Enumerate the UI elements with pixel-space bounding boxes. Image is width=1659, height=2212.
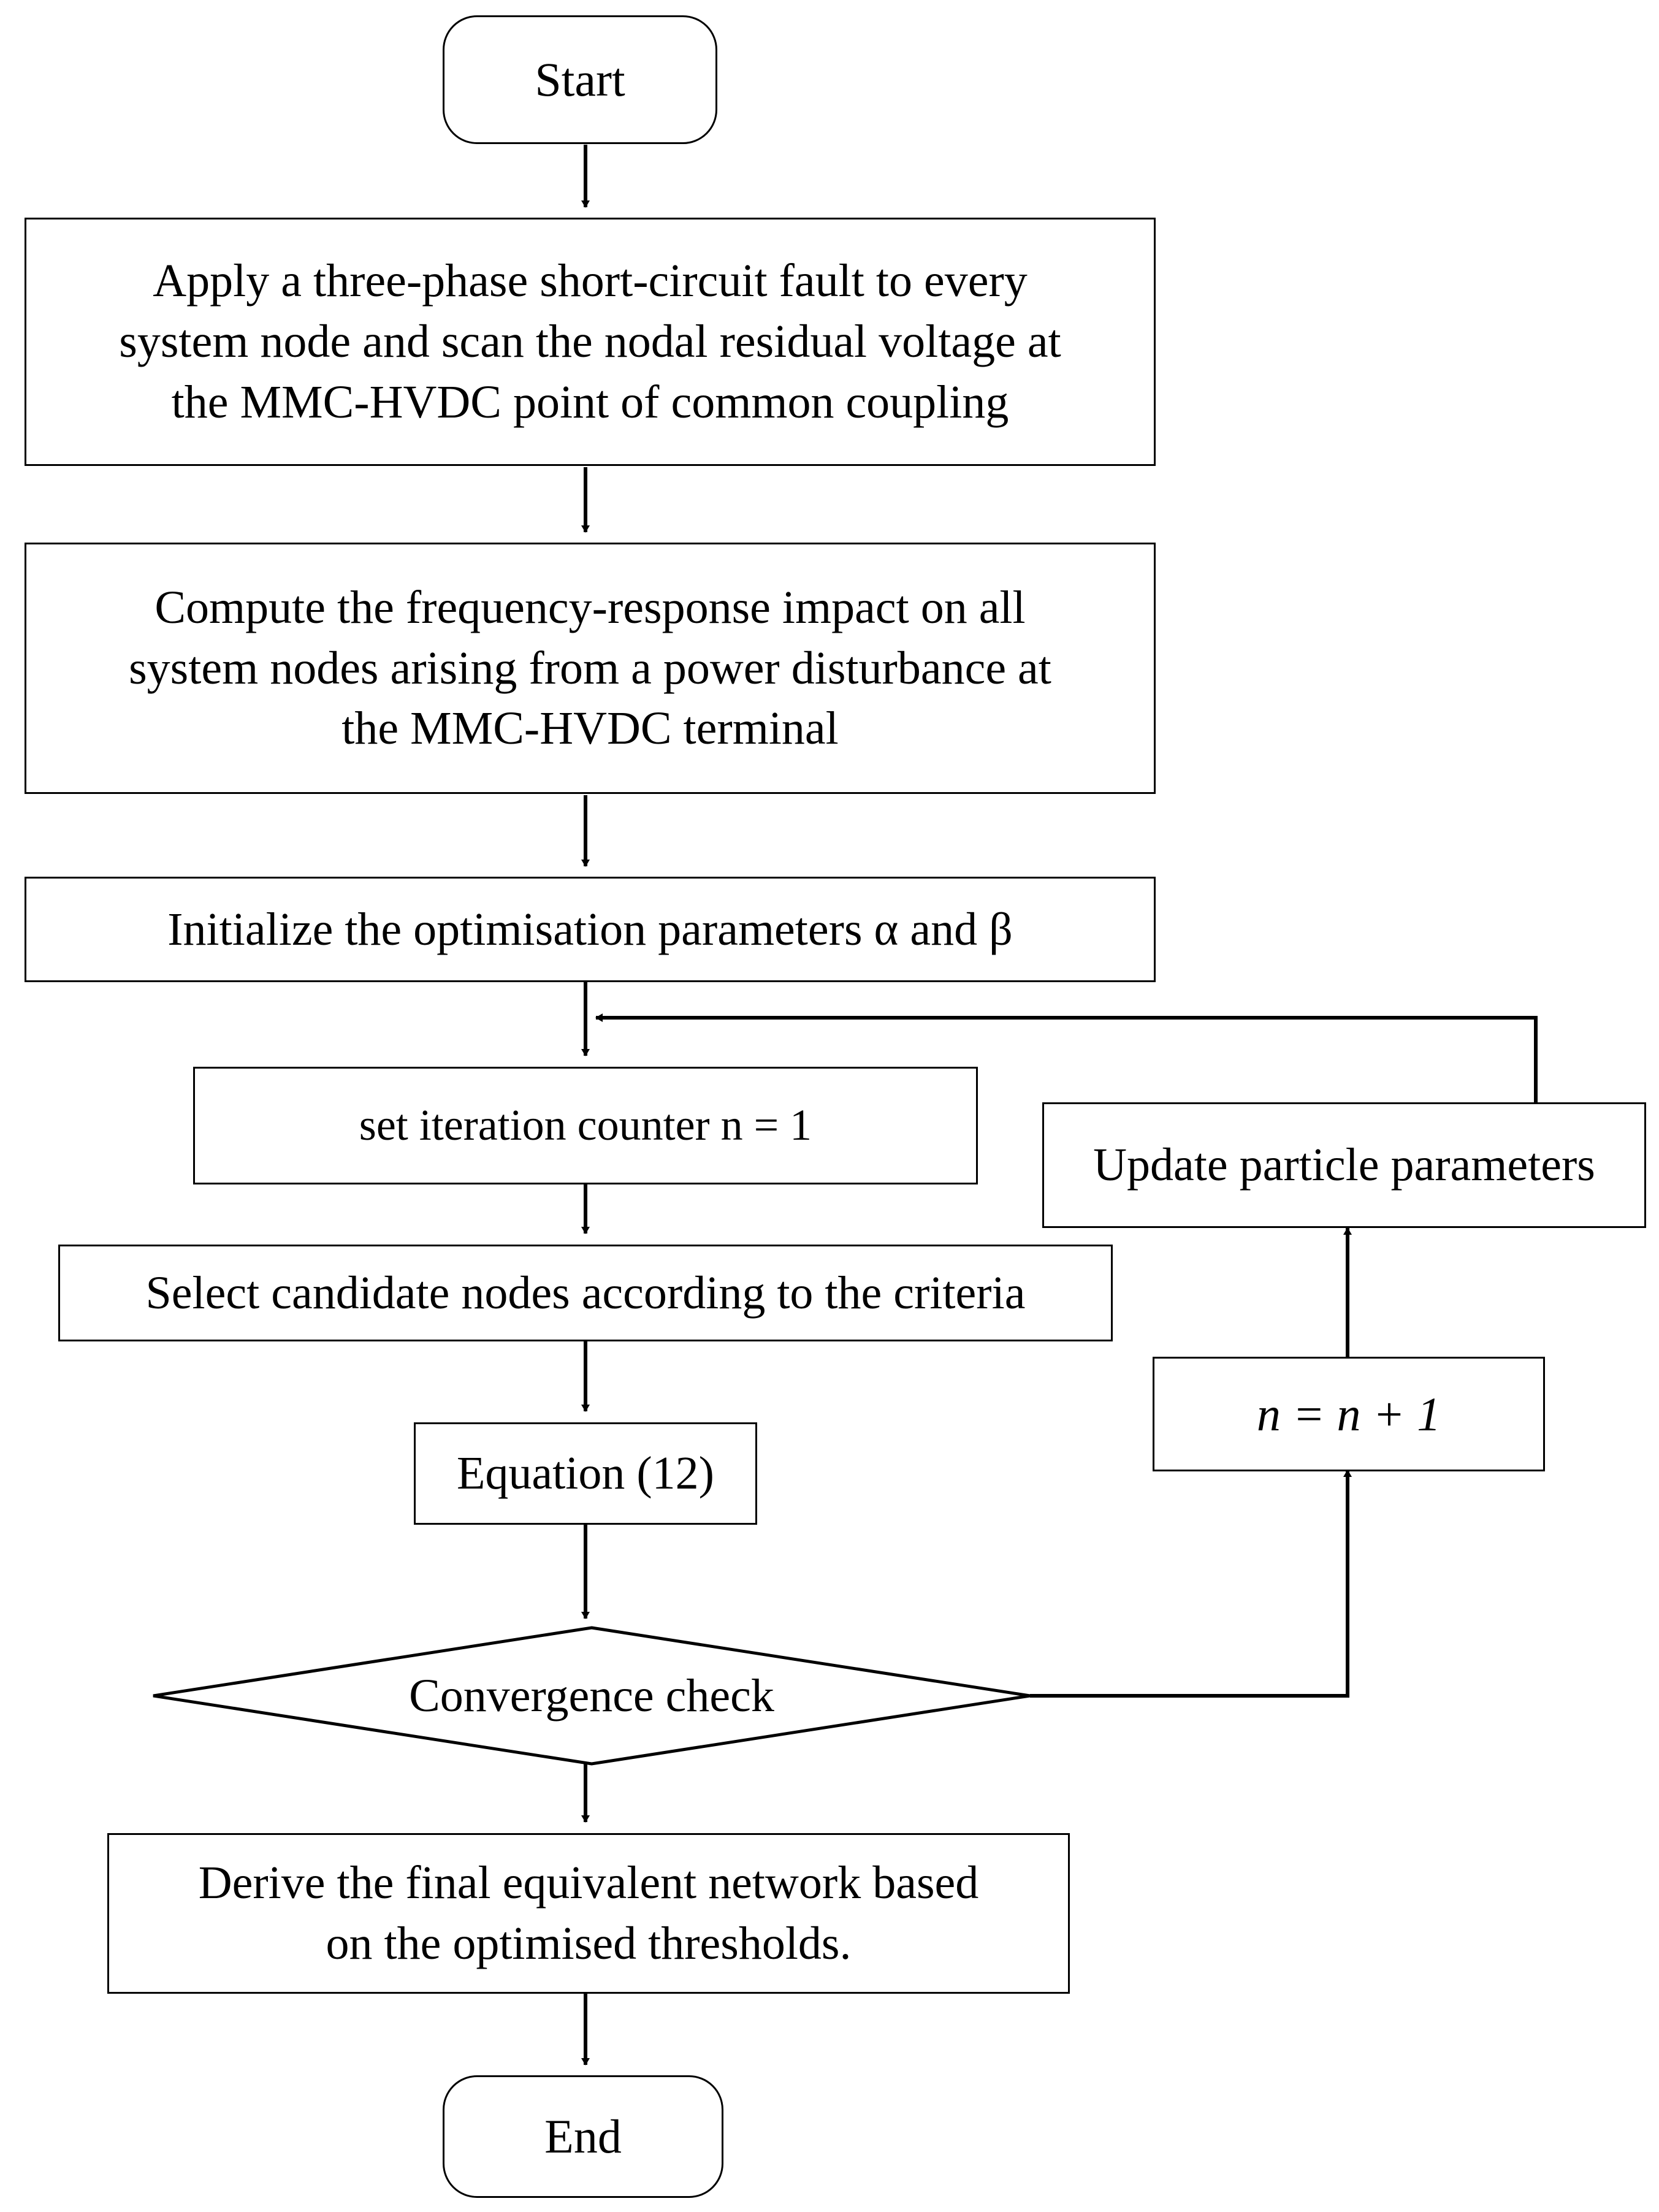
node-initialize-parameters-label: Initialize the optimisation parameters α… bbox=[167, 903, 1013, 955]
node-select-candidate-nodes[interactable]: Select candidate nodes according to the … bbox=[58, 1245, 1113, 1341]
node-end[interactable]: End bbox=[443, 2075, 723, 2198]
node-convergence-check[interactable]: Convergence check bbox=[153, 1628, 1030, 1764]
node-equation-12-label: Equation (12) bbox=[456, 1447, 714, 1500]
node-update-particle-parameters[interactable]: Update particle parameters bbox=[1042, 1102, 1646, 1228]
diamond-shape bbox=[153, 1628, 1030, 1764]
node-set-iteration-counter-label: set iteration counter n = 1 bbox=[359, 1100, 812, 1150]
node-derive-final-network[interactable]: Derive the final equivalent network base… bbox=[107, 1833, 1070, 1994]
node-compute-frequency-response[interactable]: Compute the frequency-response impact on… bbox=[25, 543, 1156, 794]
node-increment-counter-label: n = n + 1 bbox=[1256, 1387, 1441, 1441]
node-apply-fault-label: Apply a three-phase short-circuit fault … bbox=[119, 255, 1061, 428]
node-update-particle-parameters-label: Update particle parameters bbox=[1093, 1139, 1595, 1191]
edge-update-to-setcounter-feedback bbox=[595, 1013, 1538, 1102]
node-end-label: End bbox=[544, 2110, 622, 2164]
node-initialize-parameters[interactable]: Initialize the optimisation parameters α… bbox=[25, 877, 1156, 982]
node-set-iteration-counter[interactable]: set iteration counter n = 1 bbox=[193, 1067, 978, 1184]
node-select-candidate-nodes-label: Select candidate nodes according to the … bbox=[145, 1267, 1026, 1319]
node-compute-frequency-response-label: Compute the frequency-response impact on… bbox=[129, 581, 1051, 755]
node-apply-fault[interactable]: Apply a three-phase short-circuit fault … bbox=[25, 218, 1156, 466]
edge-convergence-to-increment bbox=[1030, 1470, 1352, 1698]
node-derive-final-network-label: Derive the final equivalent network base… bbox=[198, 1857, 979, 1969]
node-start[interactable]: Start bbox=[443, 15, 717, 144]
node-convergence-check-label: Convergence check bbox=[409, 1669, 774, 1722]
node-equation-12[interactable]: Equation (12) bbox=[414, 1422, 757, 1525]
node-increment-counter[interactable]: n = n + 1 bbox=[1153, 1357, 1545, 1471]
node-start-label: Start bbox=[535, 53, 625, 107]
